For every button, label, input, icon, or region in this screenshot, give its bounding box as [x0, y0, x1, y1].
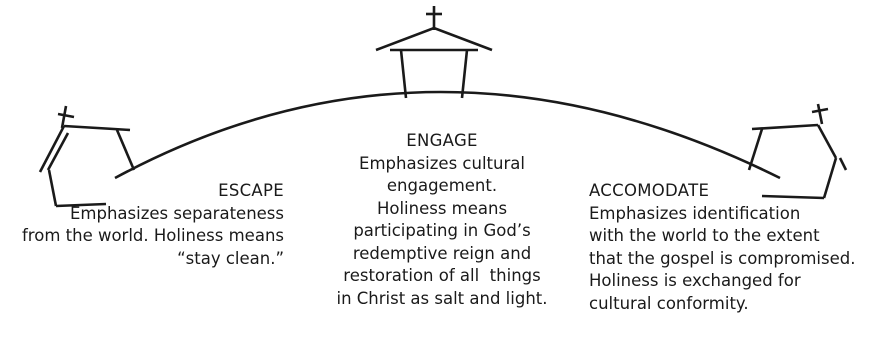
accomodate-line-1: Emphasizes identification	[589, 203, 801, 223]
left-church-icon	[38, 105, 136, 208]
accomodate-line-5: cultural conformity.	[589, 293, 749, 313]
engage-line-5: redemptive reign and	[352, 243, 532, 263]
accomodate-heading: ACCOMODATE	[589, 181, 710, 200]
accomodate-line-4: Holiness is exchanged for	[589, 271, 801, 290]
escape-section: ESCAPE Emphasizes separateness from the …	[22, 180, 284, 270]
escape-line-1: Emphasizes separateness	[69, 203, 284, 223]
accomodate-section: ACCOMODATE Emphasizes identification wit…	[589, 180, 855, 315]
engage-line-7: in Christ as salt and light.	[336, 288, 548, 308]
accomodate-line-2: with the world to the extent	[589, 226, 820, 245]
center-church-icon	[375, 6, 493, 99]
engage-line-4: participating in God’s	[353, 221, 531, 240]
arc	[114, 90, 781, 180]
engage-line-1: Emphasizes cultural	[359, 153, 525, 173]
escape-heading: ESCAPE	[218, 181, 284, 200]
engage-line-6: restoration of all things	[343, 266, 541, 285]
accomodate-line-3: that the gospel is compromised.	[589, 248, 856, 268]
engage-line-3: Holiness means	[376, 198, 508, 218]
engage-line-2: engagement.	[386, 176, 498, 195]
right-church-icon	[747, 103, 848, 200]
escape-line-2: from the world. Holiness means	[22, 226, 284, 245]
escape-line-3: “stay clean.”	[177, 248, 284, 268]
engage-section: ENGAGE Emphasizes cultural engagement. H…	[330, 130, 554, 310]
engage-heading: ENGAGE	[406, 131, 478, 150]
